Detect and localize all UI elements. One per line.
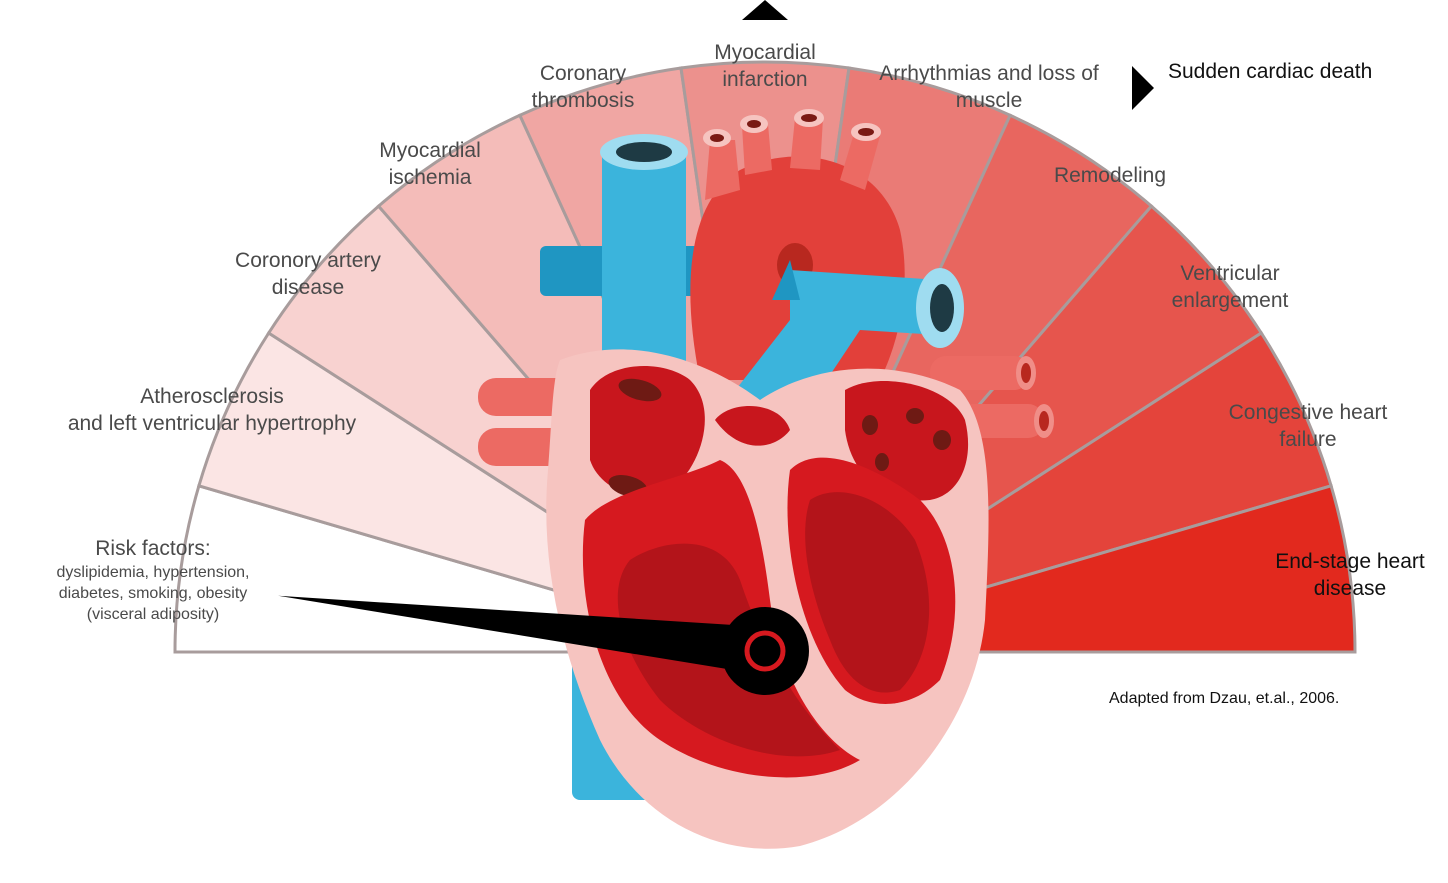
label-coronary-thrombosis: Coronary thrombosis — [503, 60, 663, 114]
pulmonary-vein-right-1 — [930, 356, 1036, 390]
risk-factors-detail-1: dyslipidemia, hypertension, — [56, 564, 250, 581]
infarction-line-1: Myocardial — [714, 41, 816, 64]
pointer-hub-ring — [744, 630, 786, 672]
risk-factors-title: Risk factors: — [95, 537, 211, 560]
label-remodeling: Remodeling — [1030, 162, 1190, 189]
label-myocardial-infarction: Myocardial infarction — [685, 39, 845, 93]
arrhythmias-line-2: muscle — [955, 89, 1023, 112]
ischemia-line-2: ischemia — [388, 166, 472, 189]
ischemia-line-1: Myocardial — [379, 139, 481, 162]
enlargement-line-2: enlargement — [1171, 289, 1289, 312]
remodeling-line-1: Remodeling — [1053, 164, 1167, 187]
pointer-hub — [721, 607, 809, 695]
atherosclerosis-line-1: Atherosclerosis — [140, 385, 284, 408]
atherosclerosis-line-2: and left ventricular hypertrophy — [67, 412, 357, 435]
endstage-line-1: End-stage heart — [1275, 550, 1425, 573]
label-ventricular-enlargement: Ventricular enlargement — [1150, 260, 1310, 314]
enlargement-line-1: Ventricular — [1180, 262, 1280, 285]
label-arrhythmias: Arrhythmias and loss of muscle — [859, 60, 1119, 114]
infarction-line-2: infarction — [722, 68, 808, 91]
chf-line-1: Congestive heart — [1228, 401, 1388, 424]
pulmonary-artery — [720, 260, 964, 420]
label-myocardial-ischemia: Myocardial ischemia — [340, 137, 520, 191]
cad-line-1: Coronory artery — [235, 249, 381, 272]
gauge-pointer — [278, 595, 809, 695]
risk-factors-detail-3: (visceral adiposity) — [86, 606, 220, 623]
heart-illustration — [478, 109, 1054, 849]
label-congestive-heart-failure: Congestive heart failure — [1218, 399, 1398, 453]
risk-factors-detail-2: diabetes, smoking, obesity — [58, 585, 248, 602]
sudden-death-arrow-icon — [1132, 66, 1154, 110]
label-atherosclerosis: Atherosclerosis and left ventricular hyp… — [40, 383, 384, 437]
top-arrow-icon — [742, 0, 788, 20]
thrombosis-line-1: Coronary — [539, 62, 627, 85]
endstage-line-2: disease — [1313, 577, 1387, 600]
pointer-needle — [278, 595, 768, 675]
label-coronary-artery-disease: Coronory artery disease — [208, 247, 408, 301]
label-sudden-cardiac-death: Sudden cardiac death — [1168, 60, 1373, 83]
label-end-stage-heart-disease: End-stage heart disease — [1262, 548, 1438, 602]
chf-line-2: failure — [1279, 428, 1337, 451]
source-credit: Adapted from Dzau, et.al., 2006. — [1109, 690, 1340, 707]
thrombosis-line-2: thrombosis — [531, 89, 635, 112]
cad-line-2: disease — [271, 276, 345, 299]
label-risk-factors: Risk factors: dyslipidemia, hypertension… — [30, 535, 276, 625]
arrhythmias-line-1: Arrhythmias and loss of — [879, 62, 1099, 85]
